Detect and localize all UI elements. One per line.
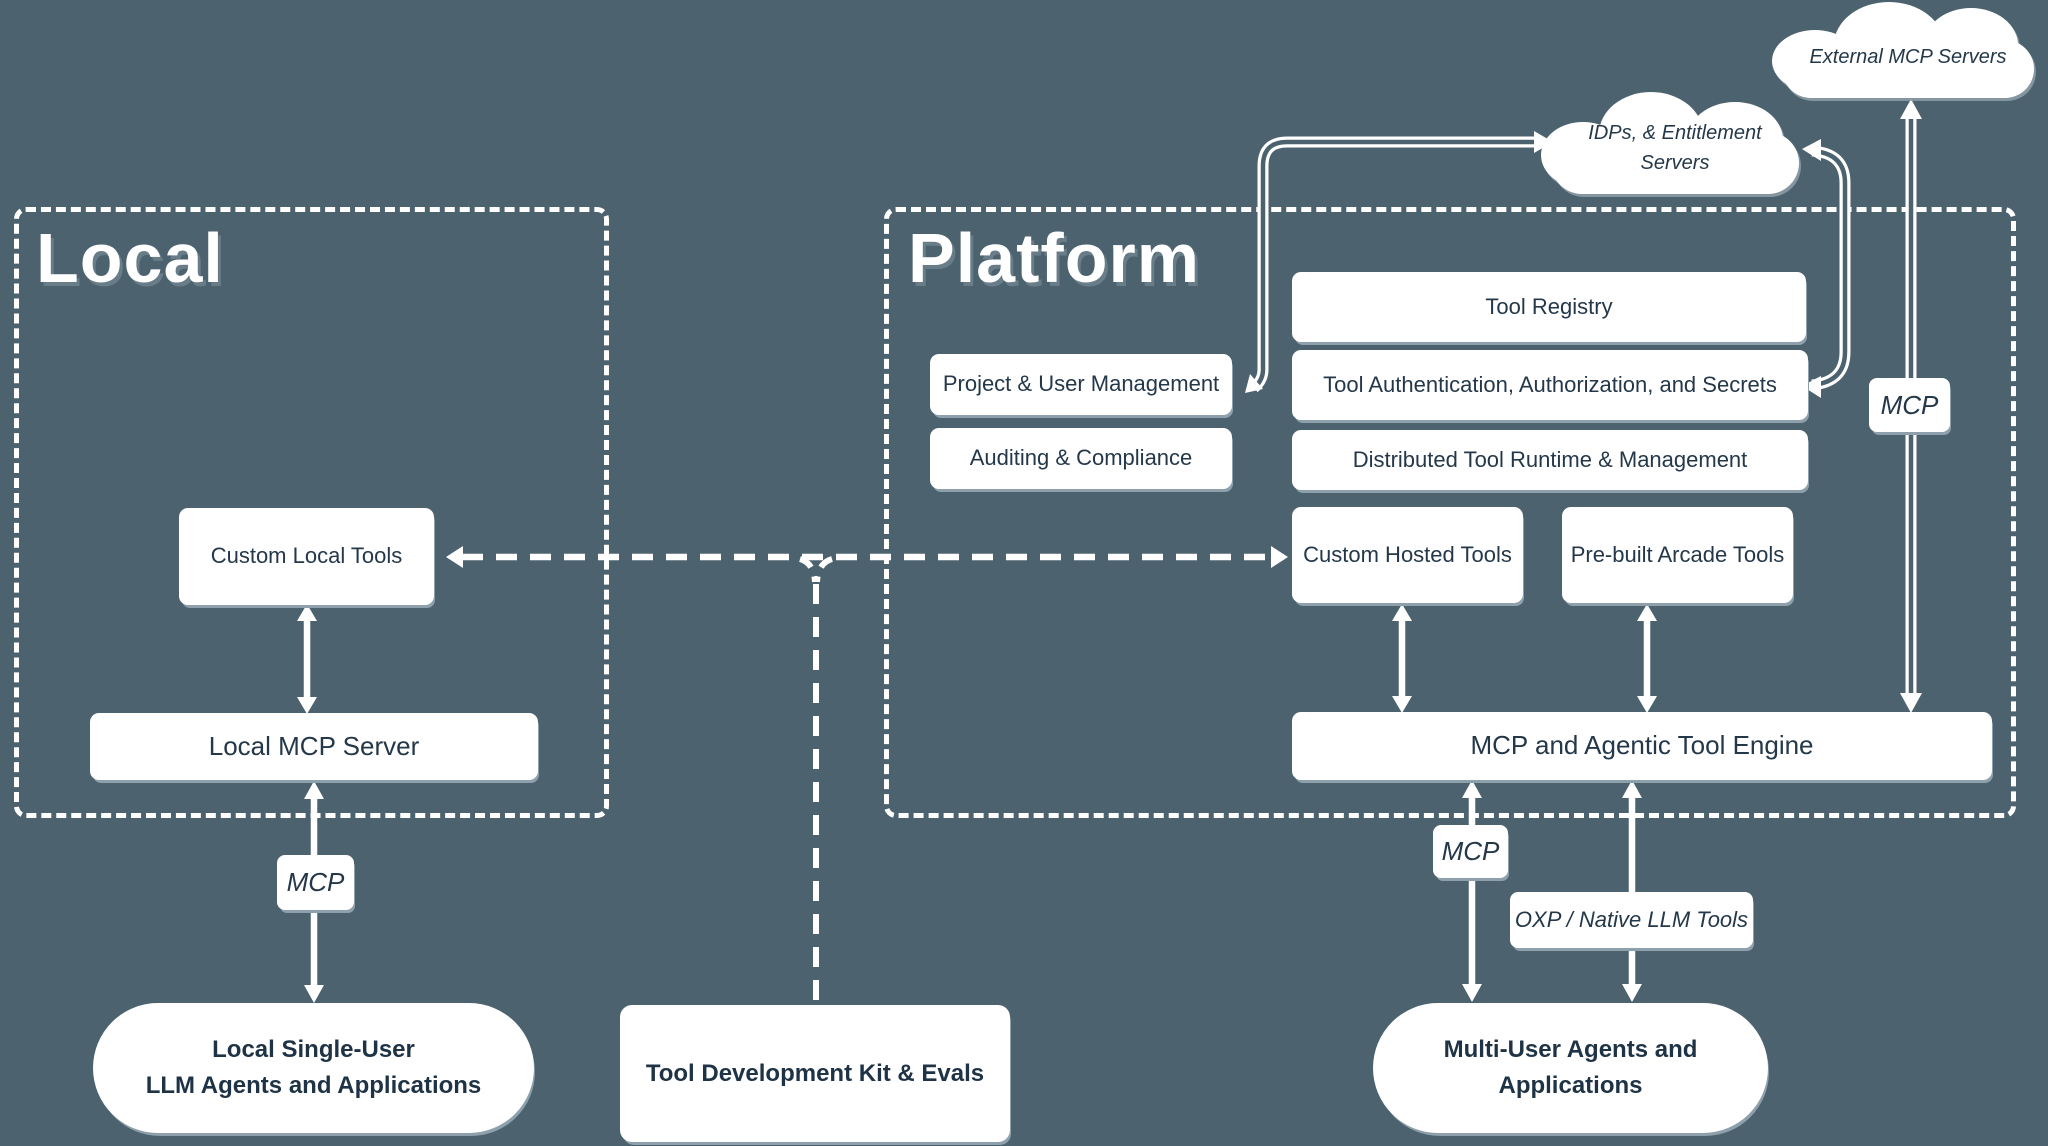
arrow-engine-to-multiuser-mcp xyxy=(1462,780,1482,1002)
badge-mcp-platform: MCP xyxy=(1433,825,1508,878)
box-mcp-engine: MCP and Agentic Tool Engine xyxy=(1292,712,1992,780)
arrow-engine-to-multiuser-oxp xyxy=(1622,780,1642,1002)
platform-group-border xyxy=(884,207,2016,818)
cloud-idps-label: IDPs, & Entitlement Servers xyxy=(1541,118,1809,178)
box-distributed-runtime: Distributed Tool Runtime & Management xyxy=(1292,430,1808,490)
cloud-idps-line2: Servers xyxy=(1640,152,1710,174)
box-tool-dev-kit: Tool Development Kit & Evals xyxy=(620,1005,1010,1142)
box-tool-registry: Tool Registry xyxy=(1292,272,1806,342)
arrow-tool-auth-to-idps xyxy=(1802,139,1851,398)
arrow-prebuilt-to-engine xyxy=(1637,604,1657,713)
cloud-idps-line1: IDPs, & Entitlement xyxy=(1588,122,1762,144)
box-custom-local-tools: Custom Local Tools xyxy=(179,508,434,605)
local-group-title: Local xyxy=(36,219,224,297)
pill-multi-user-line2: Applications xyxy=(1498,1072,1643,1099)
pill-local-agents-line1: Local Single-User xyxy=(212,1036,415,1063)
cloud-external-mcp-servers: External MCP Servers xyxy=(1772,2,2044,104)
arrow-custom-local-to-custom-hosted-dashed xyxy=(446,546,1288,568)
badge-oxp-native-llm-tools: OXP / Native LLM Tools xyxy=(1510,892,1753,948)
cloud-puff xyxy=(1551,132,1799,194)
badge-mcp-local: MCP xyxy=(277,855,354,910)
box-custom-hosted-tools: Custom Hosted Tools xyxy=(1292,507,1523,603)
box-auditing-compliance: Auditing & Compliance xyxy=(930,428,1232,489)
box-tool-auth: Tool Authentication, Authorization, and … xyxy=(1292,350,1808,420)
cloud-idps-entitlement-servers: IDPs, & Entitlement Servers xyxy=(1541,92,1809,200)
cloud-external-mcp-label: External MCP Servers xyxy=(1809,46,2007,68)
box-project-user-management: Project & User Management xyxy=(930,354,1232,415)
platform-group-title: Platform xyxy=(908,219,1200,297)
line-branch-to-tool-dev-kit-dashed xyxy=(798,556,834,1006)
arrow-custom-local-to-local-mcp xyxy=(297,604,317,714)
pill-multi-user-line1: Multi-User Agents and xyxy=(1443,1036,1698,1063)
pill-multi-user-agents: Multi-User Agents and Applications xyxy=(1373,1003,1768,1133)
badge-mcp-external: MCP xyxy=(1869,378,1950,432)
arrow-custom-hosted-to-engine xyxy=(1392,604,1412,713)
pill-local-agents-line2: LLM Agents and Applications xyxy=(145,1072,482,1099)
box-prebuilt-arcade-tools: Pre-built Arcade Tools xyxy=(1562,507,1793,603)
cloud-puff xyxy=(1782,40,2034,98)
pill-local-single-user-agents: Local Single-User LLM Agents and Applica… xyxy=(93,1003,534,1133)
box-local-mcp-server: Local MCP Server xyxy=(90,713,538,780)
